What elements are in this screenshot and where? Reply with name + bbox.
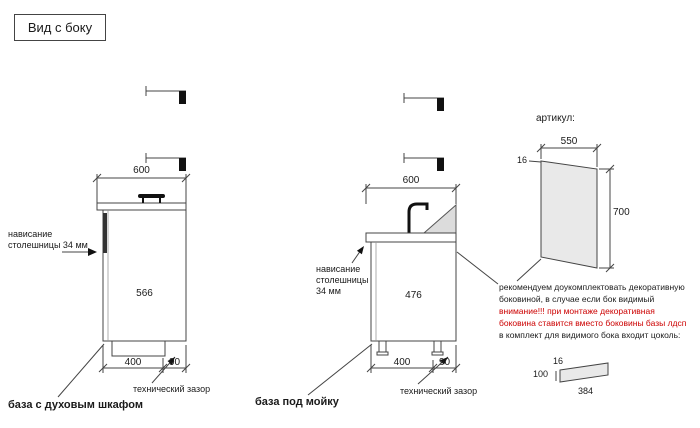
oven-dim-top-label: 600 <box>133 165 150 176</box>
plinth-note: в комплект для видимого бока входит цоко… <box>499 330 681 340</box>
oven-base-drawing <box>57 86 191 398</box>
oven-base-label: база с духовым шкафом <box>8 399 143 411</box>
oven-gap-note: технический зазор <box>133 384 211 394</box>
countertop <box>96 202 187 211</box>
gap-leader <box>151 356 176 384</box>
dim-bottom <box>98 345 191 373</box>
label-leader <box>307 343 373 396</box>
sink-overhang-note-line: нависание <box>316 264 361 274</box>
plinth-strip <box>559 362 609 383</box>
sink-bowl <box>422 203 457 234</box>
dim-top-width <box>361 183 461 204</box>
cabinet-body <box>370 241 457 342</box>
side-panel-drawing <box>456 143 615 383</box>
oven-overhang-note-line: столешницы 34 мм <box>8 240 88 250</box>
sink-gap-note: технический зазор <box>400 386 478 396</box>
oven-dim-bottom-left-label: 400 <box>124 357 142 368</box>
panel-height-label: 700 <box>613 207 630 218</box>
dim-panel-height <box>599 164 615 273</box>
wall-bracket-icon <box>145 153 186 171</box>
dim-bottom <box>366 345 461 373</box>
sink-dim-bottom-right-label: 90 <box>438 357 451 368</box>
panel-width-label: 550 <box>560 136 578 147</box>
panel-thickness-label: 16 <box>517 155 528 165</box>
oven-dim-bottom-right-label: 90 <box>168 357 181 368</box>
decorative-panel <box>540 160 598 269</box>
panel-warning-line: боковина ставится вместо боковины базы л… <box>499 318 687 328</box>
sink-dim-height-label: 476 <box>405 290 422 301</box>
sink-base-drawing <box>307 93 461 396</box>
overhang-leader <box>351 246 364 264</box>
overhang-leader <box>62 248 97 256</box>
dim-top-width <box>92 173 191 203</box>
sink-overhang-note-line: столешницы <box>316 275 369 285</box>
page-title-text: Вид с боку <box>27 20 93 35</box>
dim-panel-width <box>536 143 602 167</box>
oven-dim-height-label: 566 <box>136 288 153 299</box>
page-title: Вид с боку <box>14 14 106 41</box>
oven-handle <box>138 194 165 203</box>
wall-bracket-icon <box>403 93 444 111</box>
thickness-leader <box>528 160 542 163</box>
plinth-thickness-label: 16 <box>553 356 564 366</box>
oven-overhang-note-line: нависание <box>8 229 53 239</box>
plinth-length-label: 384 <box>578 386 594 396</box>
cabinet-body <box>102 209 187 342</box>
panel-note-line: рекомендуем доукомплектовать декоративну… <box>499 282 685 292</box>
panel-note-leader <box>516 258 542 282</box>
panel-warning-line: внимание!!! при монтаже декоративная <box>499 306 655 316</box>
faucet-icon <box>407 202 429 233</box>
label-leader <box>57 343 105 398</box>
oven-front-strip <box>103 213 107 253</box>
panel-note-line: боковиной, в случае если бок видимый <box>499 294 655 304</box>
sink-base-label: база под мойку <box>255 396 339 408</box>
wall-bracket-icon <box>145 86 186 104</box>
plinth-height-label: 100 <box>533 369 549 379</box>
articul-label: артикул: <box>536 113 575 124</box>
plinth <box>111 340 166 357</box>
sink-dim-top-label: 600 <box>402 175 420 186</box>
cabinet-legs <box>376 340 444 356</box>
wall-bracket-icon <box>403 153 444 171</box>
sink-overhang-note-line: 34 мм <box>316 286 341 296</box>
sink-dim-bottom-left-label: 400 <box>393 357 411 368</box>
note-leader <box>456 251 499 285</box>
countertop <box>365 232 457 243</box>
gap-leader <box>417 356 449 385</box>
